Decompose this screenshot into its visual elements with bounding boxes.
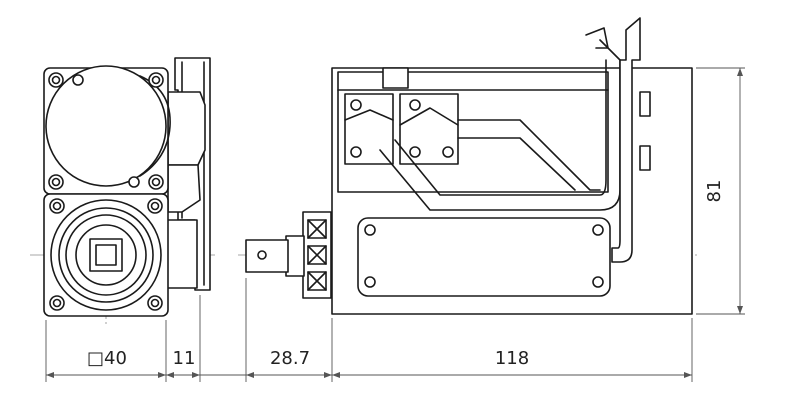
dim-shaft-length: 28.7	[270, 348, 310, 369]
output-shaft	[245, 239, 289, 273]
terminal-screws	[364, 224, 604, 288]
dim-height: 81	[704, 180, 725, 203]
encoder-cap	[45, 65, 167, 187]
side-connector-left	[344, 93, 394, 165]
encoder-screws	[48, 72, 164, 190]
flange-screws	[49, 198, 163, 311]
side-connector-right	[399, 93, 459, 165]
connector-plug	[167, 91, 206, 166]
terminal-box	[357, 217, 611, 297]
front-view	[30, 57, 215, 325]
dim-connector-offset: 11	[173, 348, 196, 369]
cable-riser	[611, 17, 641, 263]
dim-flange-square: □40	[87, 348, 127, 369]
dimension-lines: □40 11 28.7 118 81	[45, 67, 745, 382]
dim-body-length: 118	[495, 348, 529, 369]
shaft-square	[89, 238, 123, 272]
side-view	[238, 17, 700, 315]
